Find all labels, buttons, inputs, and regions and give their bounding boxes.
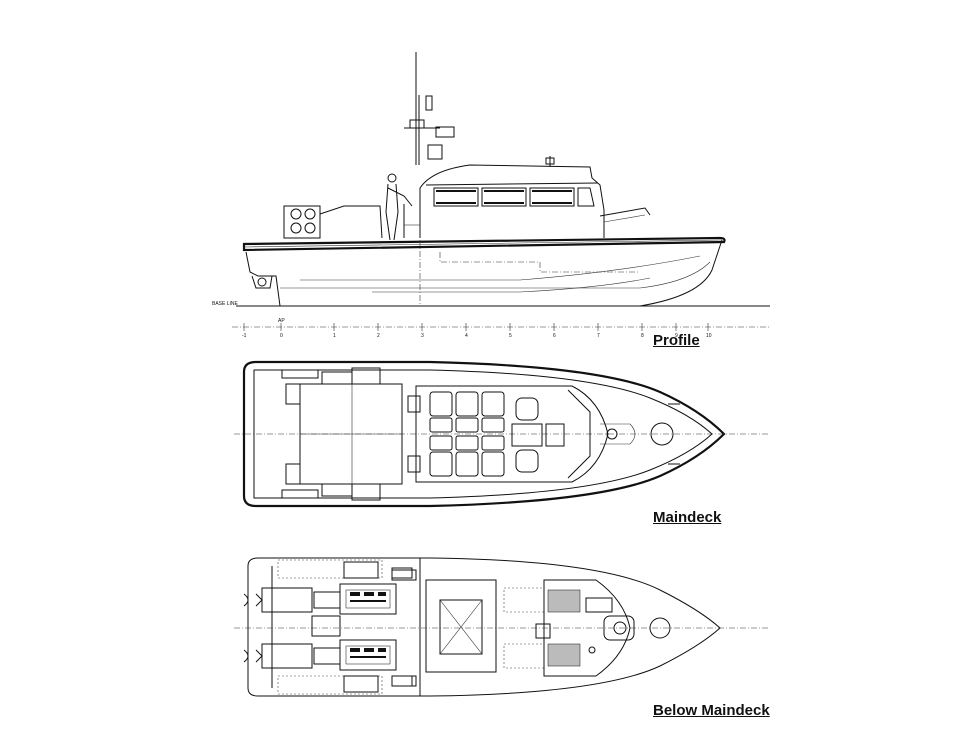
frame-number: 9 — [675, 333, 678, 339]
frame-number: 10 — [706, 333, 712, 339]
frame-number: 1 — [333, 333, 336, 339]
profile-view: BASE LINE AP -1 0 1 2 3 4 5 6 7 8 9 10 — [212, 52, 770, 339]
below-maindeck-label: Below Maindeck — [653, 702, 770, 719]
engine-port — [243, 583, 397, 615]
engine-starboard — [243, 639, 397, 671]
frame-number: 0 — [280, 333, 283, 339]
below-maindeck-view — [234, 557, 770, 697]
frame-number: -1 — [242, 333, 247, 339]
seat-rows — [429, 391, 505, 477]
frame-number: 3 — [421, 333, 424, 339]
frame-scale: -1 0 1 2 3 4 5 6 7 8 9 10 — [242, 323, 712, 339]
frame-number: 5 — [509, 333, 512, 339]
frame-number: 8 — [641, 333, 644, 339]
base-line-label: BASE LINE — [212, 301, 239, 307]
maindeck-view — [234, 360, 770, 508]
profile-label: Profile — [653, 332, 700, 349]
maindeck-label: Maindeck — [653, 509, 722, 526]
frame-number: 4 — [465, 333, 468, 339]
frame-number: 2 — [377, 333, 380, 339]
aft-perpendicular-label: AP — [278, 318, 285, 324]
frame-number: 6 — [553, 333, 556, 339]
frame-number: 7 — [597, 333, 600, 339]
